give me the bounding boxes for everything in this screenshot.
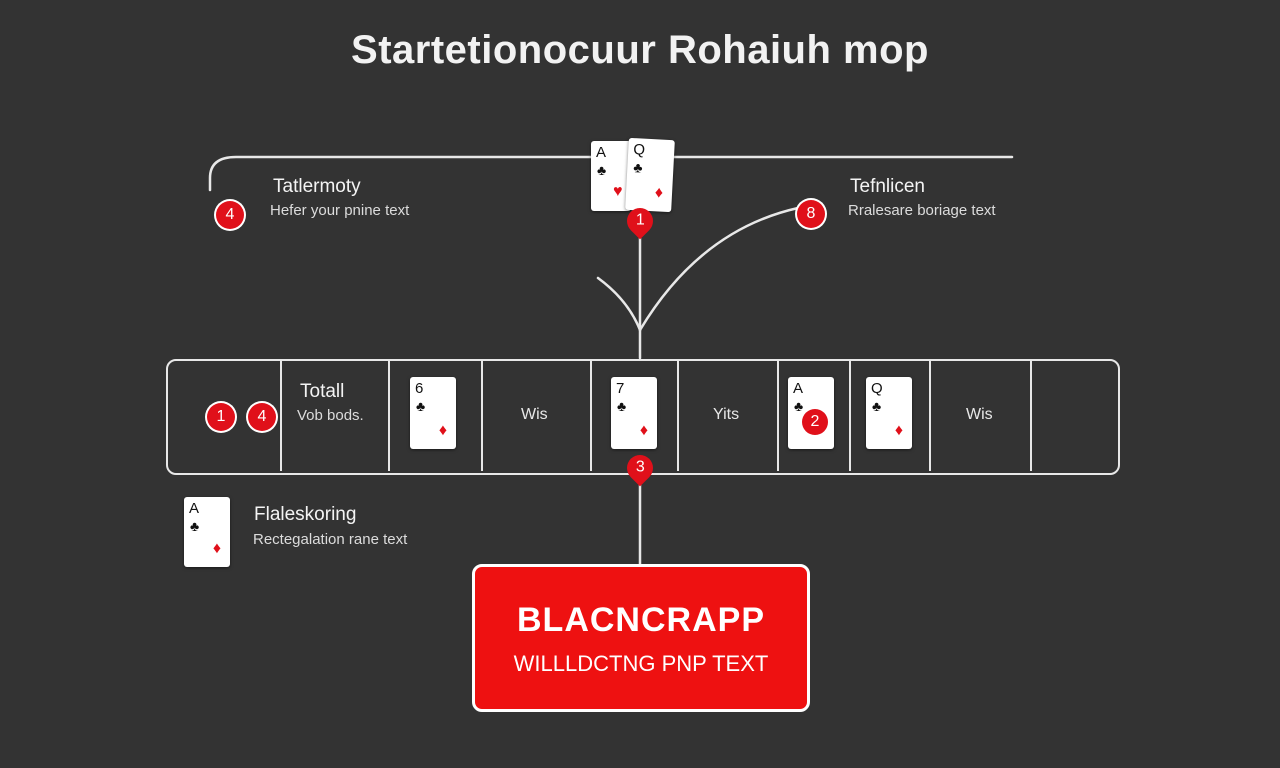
card-badge: 2 <box>802 409 828 435</box>
table-divider <box>388 361 390 471</box>
cta-button[interactable]: BLACNCRAPP WILLLDCTNG PNP TEXT <box>472 564 810 712</box>
club-suit-icon: ♣ <box>872 398 882 414</box>
table-divider <box>280 361 282 471</box>
top-card-queen: Q ♣ ♦ <box>625 137 675 213</box>
card-rank: Q <box>632 141 646 159</box>
table-divider <box>677 361 679 471</box>
callout-badge-left: 4 <box>216 201 244 229</box>
card-rank: 7 <box>616 380 625 397</box>
top-bracket-line <box>208 155 1014 192</box>
card-rank: A <box>793 380 804 397</box>
marker-pin-label: 3 <box>635 459 645 476</box>
table-divider <box>929 361 931 471</box>
legend-text: Rectegalation rane text <box>253 531 408 548</box>
card-rank: A <box>596 144 607 161</box>
club-suit-icon: ♣ <box>617 398 627 414</box>
diamond-suit-icon: ♦ <box>438 422 447 439</box>
card-rank: A <box>189 500 200 517</box>
table-badge-2: 4 <box>248 403 276 431</box>
table-divider <box>777 361 779 471</box>
cta-subtitle: WILLLDCTNG PNP TEXT <box>513 651 769 676</box>
diamond-suit-icon: ♦ <box>639 422 648 439</box>
club-suit-icon: ♣ <box>794 398 804 414</box>
fork-left-branch <box>596 276 642 332</box>
table-divider <box>849 361 851 471</box>
table-divider <box>590 361 592 471</box>
legend-card-ace: A ♣ ♦ <box>184 497 230 567</box>
marker-pin-label: 1 <box>635 212 645 229</box>
card-rank: Q <box>871 380 883 397</box>
table-card-queen: Q ♣ ♦ <box>866 377 912 449</box>
diamond-suit-icon: ♦ <box>212 540 221 557</box>
table-text: Vob bods. <box>297 407 364 424</box>
table-label-3: Wis <box>966 406 993 423</box>
callout-text-right: Rralesare boriage text <box>848 202 996 219</box>
callout-heading-left: Tatlermoty <box>273 176 361 197</box>
table-badge-1: 1 <box>207 403 235 431</box>
top-card-ace: A ♣ ♥ <box>591 141 631 211</box>
cta-title: BLACNCRAPP <box>517 601 765 639</box>
curve-to-right-badge <box>638 206 800 332</box>
page-title: Startetionocuur Rohaiuh mop <box>351 28 929 72</box>
callout-badge-right: 8 <box>797 200 825 228</box>
callout-text-left: Hefer your pnine text <box>270 202 410 219</box>
legend-heading: Flaleskoring <box>254 504 357 525</box>
club-suit-icon: ♣ <box>632 159 643 176</box>
card-rank: 6 <box>415 380 424 397</box>
table-heading: Totall <box>300 381 345 402</box>
table-divider <box>481 361 483 471</box>
club-suit-icon: ♣ <box>597 162 607 178</box>
table-card-six: 6 ♣ ♦ <box>410 377 456 449</box>
heart-suit-icon: ♥ <box>613 183 623 200</box>
table-label-1: Wis <box>521 406 548 423</box>
table-divider <box>1030 361 1032 471</box>
club-suit-icon: ♣ <box>190 518 200 534</box>
table-label-2: Yits <box>713 406 740 423</box>
table-card-seven: 7 ♣ ♦ <box>611 377 657 449</box>
callout-heading-right: Tefnlicen <box>850 176 925 197</box>
club-suit-icon: ♣ <box>416 398 426 414</box>
diamond-suit-icon: ♦ <box>894 422 903 439</box>
diamond-suit-icon: ♦ <box>654 184 664 202</box>
